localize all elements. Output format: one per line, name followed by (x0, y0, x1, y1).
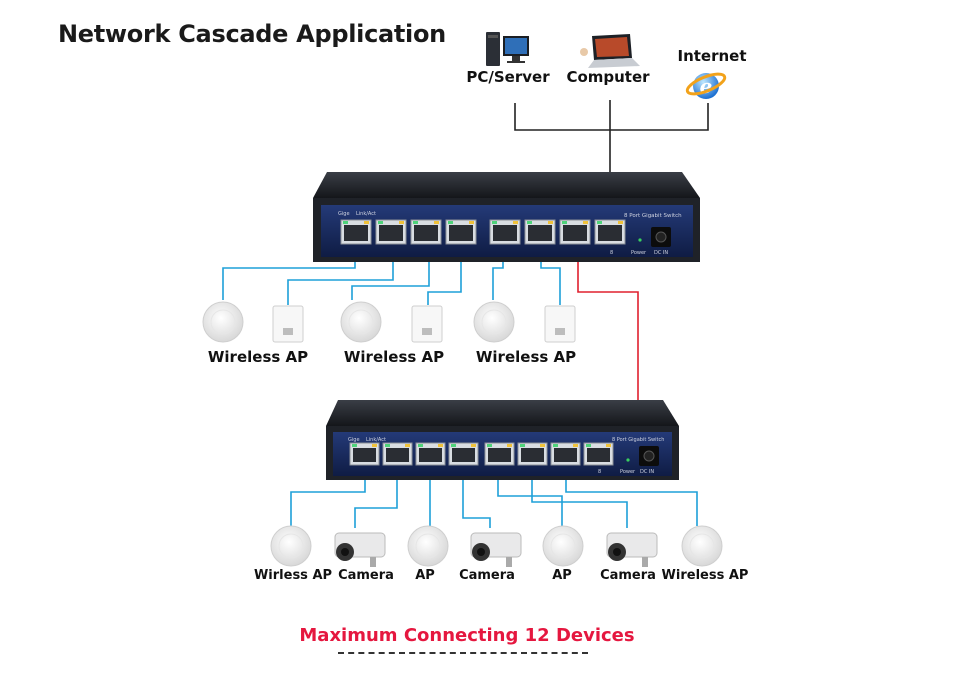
rj45-port (340, 219, 372, 245)
camera-icon (470, 532, 522, 567)
panel-ap-icon (411, 305, 443, 343)
lower-device-label: AP (552, 568, 572, 583)
rj45-port (382, 442, 413, 466)
panel-ap-icon (544, 305, 576, 343)
lower-device-label: Camera (338, 568, 394, 583)
rj45-port (524, 219, 556, 245)
switch-port-8-text: 8 (610, 250, 613, 256)
pc-server-icon (486, 32, 529, 66)
upper-switch: Gige Link/Act 8 Port Gigabit Switch Powe… (313, 172, 700, 262)
lower-switch-ports (349, 442, 614, 466)
rj45-port (550, 442, 581, 466)
rj45-port (410, 219, 442, 245)
upper-device-label: Wireless AP (343, 348, 445, 366)
camera-icon (606, 532, 658, 567)
internet-label: Internet (677, 47, 747, 65)
ceiling-ap-icon (340, 301, 382, 343)
computer-icon (580, 34, 640, 68)
upper-device-label: Wireless AP (207, 348, 309, 366)
rj45-port (517, 442, 548, 466)
camera-icon (334, 532, 386, 567)
switch-power-text: Power (631, 250, 647, 256)
page-title: Network Cascade Application (58, 20, 446, 48)
switch-linkact-text-2: Link/Act (366, 437, 386, 443)
rj45-port (375, 219, 407, 245)
lower-switch: Gige Link/Act 8 Port Gigabit Switch Powe… (326, 400, 679, 480)
ceiling-ap-icon (681, 525, 723, 567)
switch-dc-in-text: DC IN (654, 250, 668, 256)
switch-linkact-text: Link/Act (356, 211, 376, 217)
upper-device-label: Wireless AP (475, 348, 577, 366)
rj45-port (415, 442, 446, 466)
footer-underline (338, 652, 588, 654)
switch-gige-text-2: Gige (348, 437, 360, 443)
switch-power-text-2: Power (620, 469, 636, 475)
ceiling-ap-icon (270, 525, 312, 567)
switch-dc-in-text-2: DC IN (640, 469, 654, 475)
rj45-port (559, 219, 591, 245)
rj45-port (583, 442, 614, 466)
upper-switch-ports (340, 219, 626, 245)
switch-port-8-text-2: 8 (598, 469, 601, 475)
switch-model-text: 8 Port Gigabit Switch (624, 213, 682, 219)
lower-device-label: Camera (600, 568, 656, 583)
internet-icon: e (685, 72, 727, 99)
rj45-port (349, 442, 380, 466)
rj45-port (594, 219, 626, 245)
lower-device-label: Wirless AP (253, 568, 333, 583)
rj45-port (484, 442, 515, 466)
lower-device-label: Camera (459, 568, 515, 583)
ceiling-ap-icon (473, 301, 515, 343)
upper-endpoints (202, 301, 576, 343)
rj45-port (489, 219, 521, 245)
ceiling-ap-icon (542, 525, 584, 567)
lower-endpoints (270, 525, 723, 567)
pc-server-label: PC/Server (466, 68, 550, 86)
ceiling-ap-icon (407, 525, 449, 567)
ceiling-ap-icon (202, 301, 244, 343)
computer-label: Computer (566, 68, 650, 86)
footer-caption: Maximum Connecting 12 Devices (299, 625, 635, 646)
switch-gige-text: Gige (338, 211, 350, 217)
switch-model-text-2: 8 Port Gigabit Switch (612, 437, 664, 443)
rj45-port (448, 442, 479, 466)
rj45-port (445, 219, 477, 245)
lower-device-label: Wireless AP (661, 568, 749, 583)
panel-ap-icon (272, 305, 304, 343)
lower-device-label: AP (415, 568, 435, 583)
